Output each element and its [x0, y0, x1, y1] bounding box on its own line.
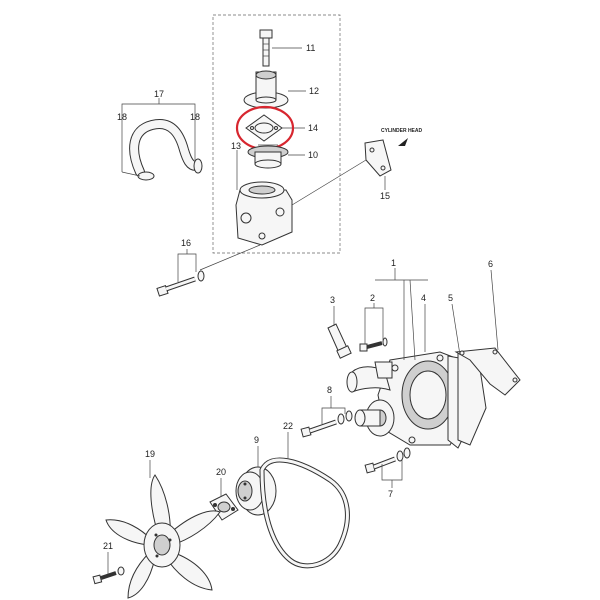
pulley-9[interactable]	[235, 466, 277, 516]
callout-9: 9	[254, 435, 259, 445]
callout-10: 10	[308, 150, 318, 160]
gasket-6[interactable]	[454, 347, 521, 396]
callout-14: 14	[308, 123, 318, 133]
callout-6: 6	[488, 259, 493, 269]
bolt-16[interactable]	[156, 270, 205, 297]
callout-3: 3	[330, 295, 335, 305]
callout-20: 20	[216, 467, 226, 477]
thermostat-housing-13[interactable]	[235, 181, 293, 246]
callout-13: 13	[231, 141, 241, 151]
temperature-sensor-3[interactable]	[327, 323, 352, 359]
callout-11: 11	[306, 43, 315, 53]
arrow-icon	[398, 138, 408, 146]
callout-18-right: 18	[190, 112, 200, 122]
callout-2: 2	[370, 293, 375, 303]
thermostat-10[interactable]	[247, 144, 289, 169]
callout-5: 5	[448, 293, 453, 303]
thermostat-group-box	[212, 14, 341, 254]
pump-hub[interactable]	[354, 399, 395, 437]
clamp-18-left[interactable]	[137, 171, 155, 181]
callout-15: 15	[380, 191, 390, 201]
callout-1: 1	[391, 258, 396, 268]
bolt-2[interactable]	[359, 337, 388, 352]
bolt-7[interactable]	[364, 447, 411, 474]
pump-inlet-pipe[interactable]	[346, 361, 393, 393]
clamp-18-right[interactable]	[193, 158, 203, 174]
callout-17: 17	[154, 89, 164, 99]
bolt-8[interactable]	[300, 410, 353, 438]
hose-17[interactable]	[129, 119, 201, 177]
gasket-15[interactable]	[364, 139, 392, 177]
callout-7: 7	[388, 489, 393, 499]
callout-16: 16	[181, 238, 191, 248]
thermostat-cover-12[interactable]	[243, 70, 289, 109]
callout-22: 22	[283, 421, 293, 431]
callout-8: 8	[327, 385, 332, 395]
bolt-21[interactable]	[92, 566, 125, 585]
callout-4: 4	[421, 293, 426, 303]
cooling-fan-19[interactable]	[105, 474, 221, 599]
cylinder-head-note: CYLINDER HEAD	[381, 128, 423, 134]
v-belt-22[interactable]	[259, 457, 350, 569]
callout-18-left: 18	[117, 112, 127, 122]
callout-21: 21	[103, 541, 113, 551]
gasket-14[interactable]	[245, 114, 283, 142]
water-pump-1[interactable]	[377, 351, 471, 446]
bolt-11[interactable]	[259, 29, 273, 67]
callout-19: 19	[145, 449, 155, 459]
callout-12: 12	[309, 86, 319, 96]
